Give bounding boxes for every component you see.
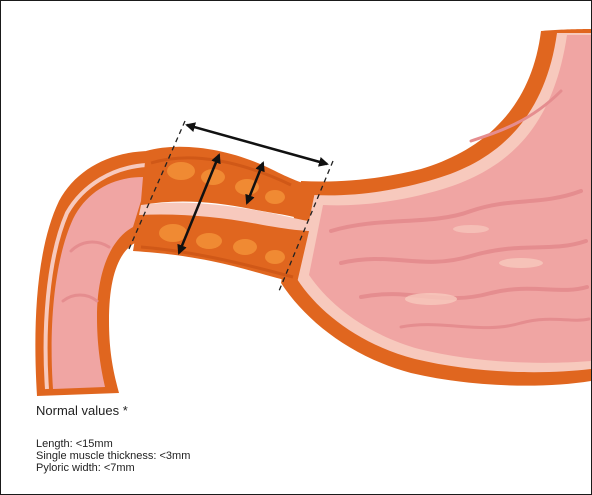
normal-values-legend: Normal values * Length: <15mm Single mus…	[36, 403, 190, 474]
duodenum	[35, 151, 156, 396]
stomach-fold-highlight	[499, 258, 543, 268]
muscle-nodule	[159, 224, 187, 242]
muscle-nodule	[265, 250, 285, 264]
pyloric-canal	[133, 147, 316, 283]
legend-item-muscle-thickness: Single muscle thickness: <3mm	[36, 450, 190, 462]
stomach-fold-highlight	[405, 293, 457, 305]
stomach	[281, 29, 591, 386]
muscle-nodule	[233, 239, 257, 255]
muscle-nodule	[265, 190, 285, 204]
legend-item-pyloric-width: Pyloric width: <7mm	[36, 462, 190, 474]
muscle-nodule	[167, 162, 195, 180]
legend-item-length: Length: <15mm	[36, 438, 190, 450]
muscle-nodule	[196, 233, 222, 249]
stomach-fold-highlight	[453, 225, 489, 233]
legend-title: Normal values *	[36, 403, 190, 418]
